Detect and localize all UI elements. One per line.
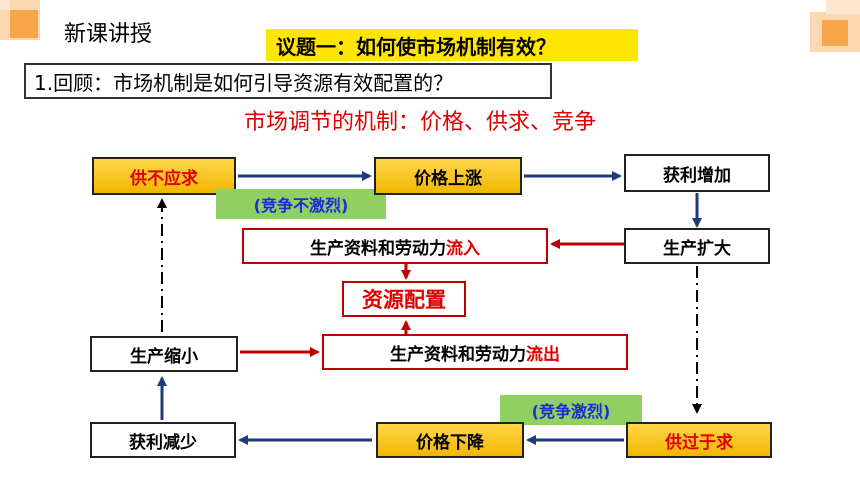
outflow-label: 生产资料和劳动力: [390, 344, 526, 365]
section-title: 新课讲授: [64, 22, 153, 47]
node-demand-exceeds-supply: 供不应求: [92, 157, 236, 195]
tag-competition-fierce: (竞争激烈): [500, 395, 642, 425]
node-inflow: 生产资料和劳动力流入: [242, 228, 548, 264]
topic-banner: 议题一：如何使市场机制有效？: [266, 29, 638, 61]
inflow-highlight: 流入: [446, 238, 480, 259]
node-production-expand: 生产扩大: [624, 228, 770, 264]
node-price-rise: 价格上涨: [374, 157, 522, 195]
node-profit-decrease: 获利减少: [90, 422, 236, 458]
node-profit-increase: 获利增加: [624, 154, 770, 192]
node-outflow: 生产资料和劳动力流出: [322, 334, 628, 370]
outflow-highlight: 流出: [526, 344, 560, 365]
inflow-label: 生产资料和劳动力: [310, 238, 446, 259]
node-price-fall: 价格下降: [376, 422, 524, 458]
node-supply-exceeds-demand: 供过于求: [626, 422, 772, 458]
diagram-subtitle: 市场调节的机制：价格、供求、竞争: [244, 110, 597, 135]
node-resource-allocation: 资源配置: [342, 281, 466, 317]
tag-competition-weak: (竞争不激烈): [216, 189, 386, 219]
question-box: 1.回顾：市场机制是如何引导资源有效配置的？: [24, 63, 552, 99]
node-production-shrink: 生产缩小: [90, 336, 238, 372]
